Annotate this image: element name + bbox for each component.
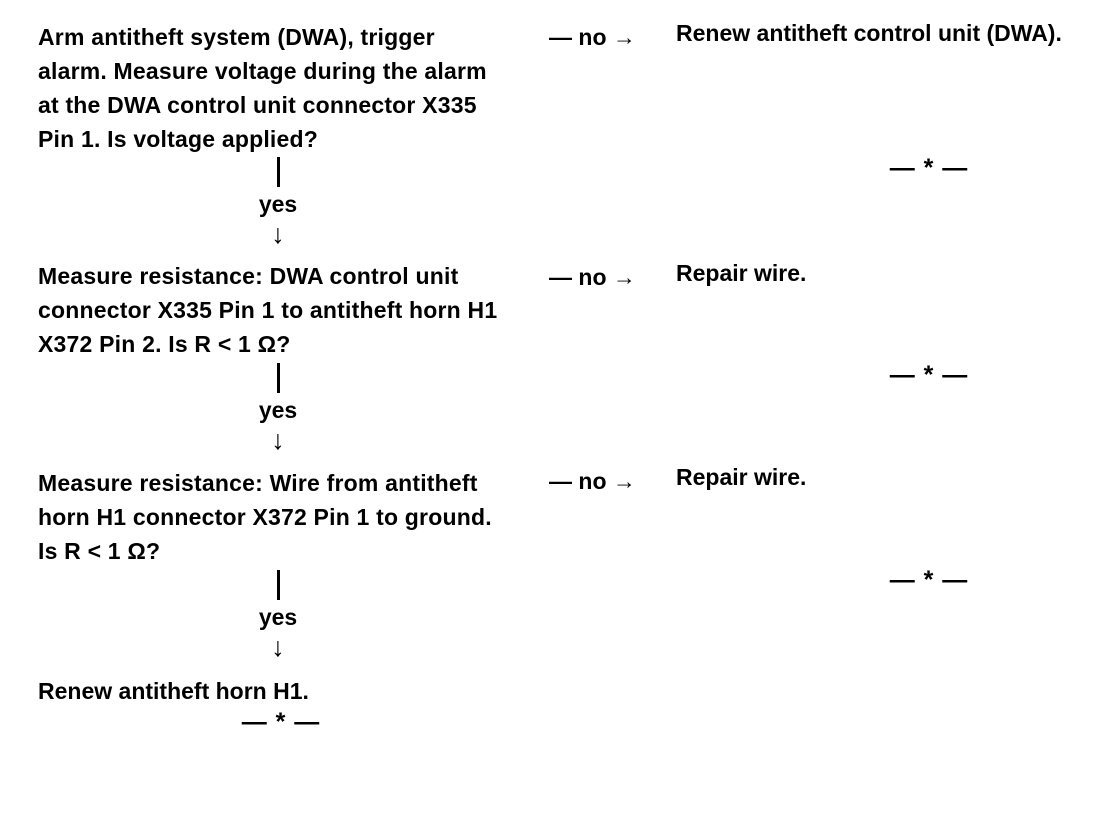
question-line: horn H1 connector X372 Pin 1 to ground.	[38, 504, 492, 530]
question-line: Is R < 1 Ω?	[38, 538, 161, 564]
question-block-2: Measure resistance: DWA control unit con…	[38, 259, 497, 361]
no-branch-connector-1: — no →	[549, 24, 636, 50]
down-arrow-icon: ↓	[271, 219, 285, 249]
final-action: Renew antitheft horn H1.	[38, 678, 309, 704]
connector-line	[276, 157, 280, 187]
question-line: X372 Pin 2. Is R < 1 Ω?	[38, 331, 291, 357]
question-line: connector X335 Pin 1 to antitheft horn H…	[38, 297, 498, 323]
yes-connector-3: yes ↓	[38, 570, 518, 662]
end-marker-3: — * —	[889, 566, 969, 594]
question-block-3: Measure resistance: Wire from antitheft …	[38, 466, 492, 568]
no-branch-connector-2: — no →	[549, 264, 636, 290]
final-end-marker: — * —	[241, 708, 321, 736]
yes-label: yes	[258, 191, 298, 217]
question-line: Pin 1. Is voltage applied?	[38, 126, 318, 152]
down-arrow-icon: ↓	[271, 632, 285, 662]
question-line: Measure resistance: Wire from antitheft	[38, 470, 478, 496]
no-branch-connector-3: — no →	[549, 468, 636, 494]
question-line: alarm. Measure voltage during the alarm	[38, 58, 487, 84]
question-block-1: Arm antitheft system (DWA), trigger alar…	[38, 20, 487, 156]
yes-label: yes	[258, 604, 298, 630]
connector-line	[276, 363, 280, 393]
end-marker-1: — * —	[889, 154, 969, 182]
question-line: at the DWA control unit connector X335	[38, 92, 477, 118]
no-result-2: Repair wire.	[676, 260, 807, 286]
connector-line	[276, 570, 280, 600]
question-line: Measure resistance: DWA control unit	[38, 263, 459, 289]
no-result-3: Repair wire.	[676, 464, 807, 490]
yes-connector-2: yes ↓	[38, 363, 518, 455]
down-arrow-icon: ↓	[271, 425, 285, 455]
end-marker-2: — * —	[889, 361, 969, 389]
yes-label: yes	[258, 397, 298, 423]
yes-connector-1: yes ↓	[38, 157, 518, 249]
question-line: Arm antitheft system (DWA), trigger	[38, 24, 435, 50]
no-result-1: Renew antitheft control unit (DWA).	[676, 20, 1062, 46]
